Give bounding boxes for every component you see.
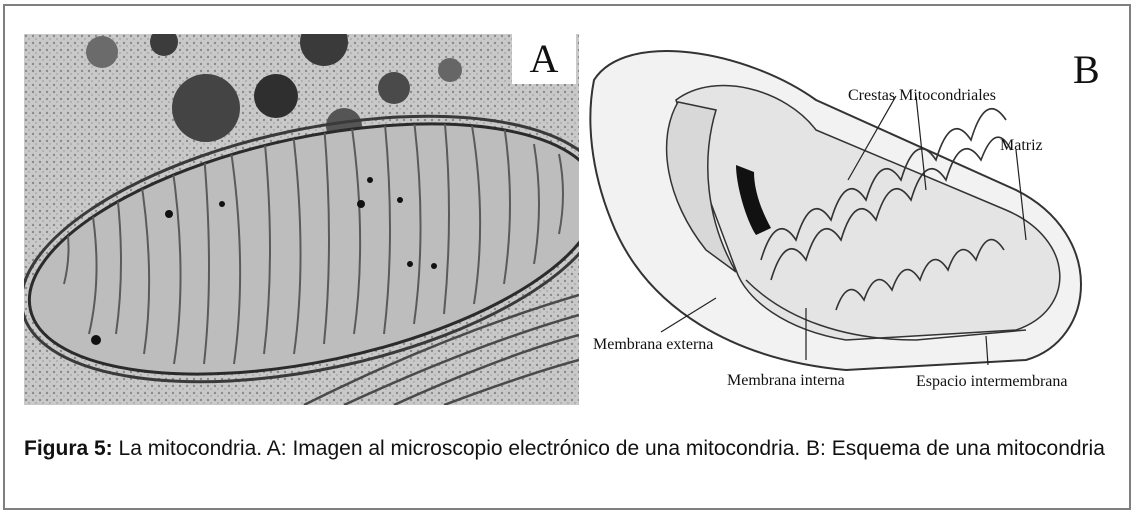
- label-espacio-intermembrana: Espacio intermembrana: [916, 374, 1068, 390]
- label-matriz: Matriz: [1000, 138, 1043, 154]
- panel-a-letter: A: [512, 34, 576, 84]
- label-membrana-externa: Membrana externa: [593, 337, 713, 353]
- panel-b-letter: B: [1073, 50, 1100, 90]
- caption-text: La mitocondria. A: Imagen al microscopio…: [113, 437, 1105, 460]
- caption-lead: Figura 5:: [24, 437, 113, 460]
- micrograph-image: [24, 34, 579, 405]
- label-crestas-mitocondriales: Crestas Mitocondriales: [848, 88, 996, 104]
- figure-caption: Figura 5: La mitocondria. A: Imagen al m…: [24, 436, 1116, 462]
- label-membrana-interna: Membrana interna: [727, 373, 845, 389]
